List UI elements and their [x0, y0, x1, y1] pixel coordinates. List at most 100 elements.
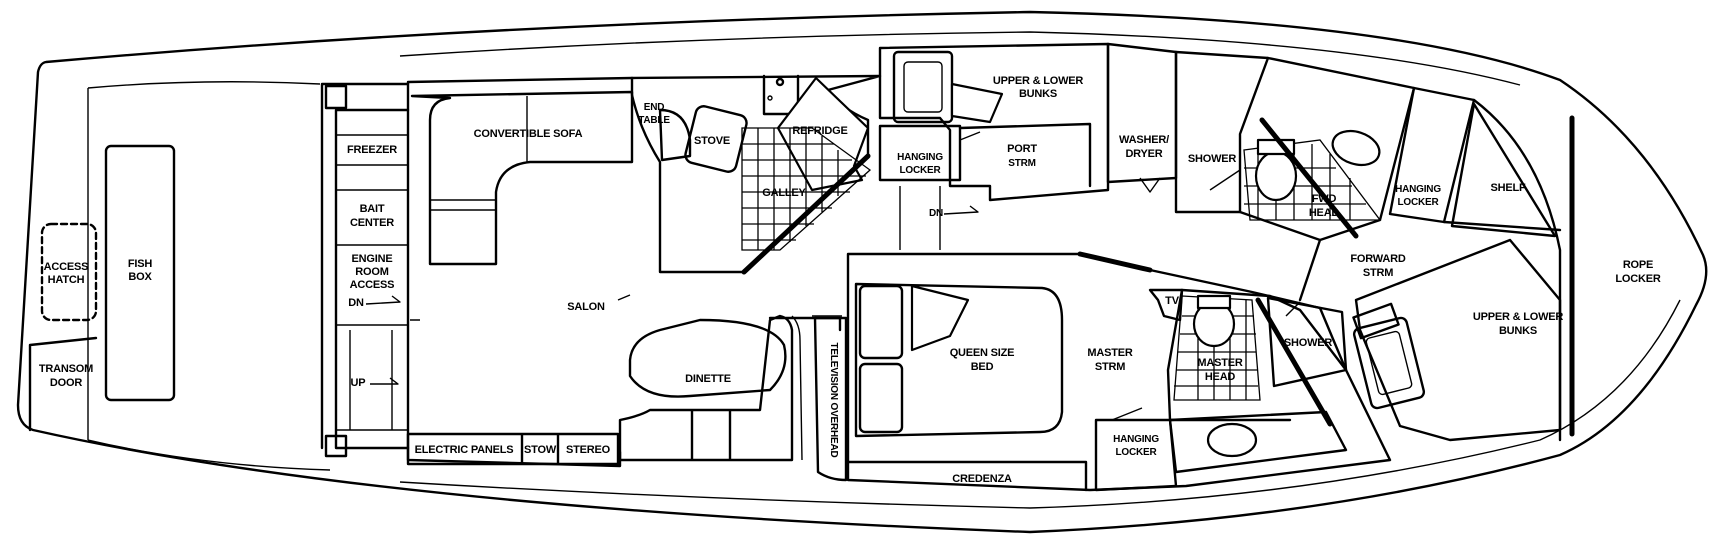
label-fwd-head: FWD HEAD — [1309, 193, 1340, 219]
galley-tile-floor — [741, 127, 872, 251]
label-shelf: SHELF — [1490, 182, 1526, 194]
svg-text:HANGING: HANGING — [1113, 434, 1159, 445]
sofa-cushions — [430, 96, 528, 211]
svg-text:UP: UP — [351, 377, 366, 389]
label-credenza: CREDENZA — [952, 473, 1012, 485]
svg-text:CENTER: CENTER — [350, 217, 394, 229]
washer-dryer[interactable] — [1106, 42, 1178, 184]
dinette-seats[interactable] — [618, 314, 842, 462]
svg-text:HANGING: HANGING — [1395, 184, 1441, 195]
salon-floor-marks — [410, 294, 631, 321]
stair-down[interactable] — [899, 185, 990, 250]
svg-text:UPPER & LOWER: UPPER & LOWER — [1473, 311, 1564, 323]
master-toilet-tank — [1196, 294, 1232, 310]
svg-text:END: END — [644, 102, 665, 113]
svg-text:HATCH: HATCH — [48, 274, 85, 286]
television-cabinet[interactable] — [813, 316, 848, 482]
label-dn-engine: DN — [348, 295, 401, 309]
dinette-table[interactable] — [628, 318, 787, 398]
svg-text:ENGINE: ENGINE — [352, 253, 393, 265]
svg-text:UPPER & LOWER: UPPER & LOWER — [993, 75, 1084, 87]
hanging-locker-port[interactable] — [878, 124, 962, 182]
svg-text:FISH: FISH — [128, 258, 153, 270]
label-galley: GALLEY — [762, 187, 806, 199]
hanging-locker-door — [959, 131, 981, 141]
salon-wall — [406, 76, 634, 468]
svg-text:MASTER: MASTER — [1087, 347, 1133, 359]
credenza[interactable] — [846, 460, 1088, 492]
bed-pillow-top — [858, 284, 904, 360]
svg-text:STRM: STRM — [1008, 158, 1036, 169]
forward-strm-wall — [1298, 98, 1562, 442]
fish-box[interactable] — [104, 144, 176, 402]
queen-bed[interactable] — [854, 282, 1064, 438]
end-table[interactable] — [658, 108, 692, 162]
svg-text:DN: DN — [348, 297, 364, 309]
bait-center-dividers — [336, 134, 408, 431]
svg-text:PORT: PORT — [1007, 143, 1037, 155]
forward-shelf[interactable] — [1450, 102, 1557, 238]
master-sink[interactable] — [1206, 422, 1258, 458]
bunk-berth-inner — [903, 61, 943, 113]
master-shower[interactable] — [1266, 296, 1348, 388]
stove[interactable] — [684, 105, 748, 174]
svg-text:ACCESS: ACCESS — [350, 279, 395, 291]
svg-text:STRM: STRM — [1095, 361, 1125, 373]
fwd-toilet[interactable] — [1254, 150, 1298, 202]
label-access-hatch: ACCESS HATCH — [44, 261, 89, 286]
deck-inner-line — [87, 81, 331, 471]
electric-panel-console — [406, 432, 620, 466]
label-hanging-locker-port: HANGING LOCKER — [897, 152, 943, 176]
master-head-diagonal — [1255, 297, 1333, 427]
svg-text:BUNKS: BUNKS — [1499, 325, 1537, 337]
label-tv: TV — [1165, 295, 1180, 307]
svg-text:HEAD: HEAD — [1309, 207, 1340, 219]
label-forward-strm: FORWARD STRM — [1350, 253, 1406, 279]
hanging-locker-master[interactable] — [1094, 418, 1178, 492]
bed-pillow-bottom — [858, 362, 904, 434]
label-washer-dryer: WASHER/ DRYER — [1119, 134, 1169, 160]
forward-bunk-ladder — [1352, 302, 1400, 340]
label-shower-master: SHOWER — [1284, 337, 1333, 349]
svg-text:DOOR: DOOR — [50, 377, 82, 389]
svg-text:ACCESS: ACCESS — [44, 261, 89, 273]
access-hatch[interactable] — [40, 222, 98, 322]
helm-station-top — [324, 84, 348, 110]
forward-bunk-upper[interactable] — [1352, 316, 1426, 410]
fwd-sink[interactable] — [1328, 125, 1384, 170]
galley-sink[interactable] — [762, 74, 800, 116]
svg-text:BAIT: BAIT — [360, 203, 385, 215]
master-tv[interactable] — [1148, 288, 1184, 322]
label-queen-size-bed: QUEEN SIZE BED — [950, 347, 1015, 373]
label-up: UP — [351, 377, 399, 389]
sink-drain — [767, 95, 773, 101]
label-freezer: FREEZER — [347, 144, 397, 156]
label-upper-lower-bunks-aft: UPPER & LOWER BUNKS — [993, 75, 1084, 100]
svg-text:BUNKS: BUNKS — [1019, 88, 1057, 100]
master-head-wall — [1166, 288, 1348, 422]
sink-faucet — [775, 77, 785, 87]
svg-text:STRM: STRM — [1363, 267, 1393, 279]
label-end-table: END TABLE — [638, 102, 670, 126]
label-stereo: STEREO — [566, 444, 611, 456]
svg-text:FWD: FWD — [1312, 193, 1337, 205]
svg-text:ROOM: ROOM — [355, 266, 388, 278]
label-upper-lower-bunks-fwd: UPPER & LOWER BUNKS — [1473, 311, 1564, 337]
label-stow: STOW — [524, 444, 557, 456]
transom-door[interactable] — [28, 336, 98, 432]
label-rope-locker: ROPE LOCKER — [1615, 259, 1661, 285]
convertible-sofa[interactable] — [410, 90, 634, 266]
label-master-head: MASTER HEAD — [1197, 357, 1243, 383]
label-shower-fwd: SHOWER — [1188, 153, 1237, 165]
hull-outline — [16, 10, 1708, 534]
bunk-ladder — [950, 82, 1004, 124]
svg-text:HEAD: HEAD — [1205, 371, 1236, 383]
svg-text:MASTER: MASTER — [1197, 357, 1243, 369]
label-engine-room-access: ENGINE ROOM ACCESS — [350, 253, 395, 291]
svg-text:LOCKER: LOCKER — [1397, 197, 1439, 208]
label-hanging-locker-fwd: HANGING LOCKER — [1395, 184, 1441, 208]
label-television-overhead: TELEVISION OVERHEAD — [828, 342, 839, 457]
label-electric-panels: ELECTRIC PANELS — [415, 444, 514, 456]
head-diagonal-wall — [1259, 117, 1359, 239]
